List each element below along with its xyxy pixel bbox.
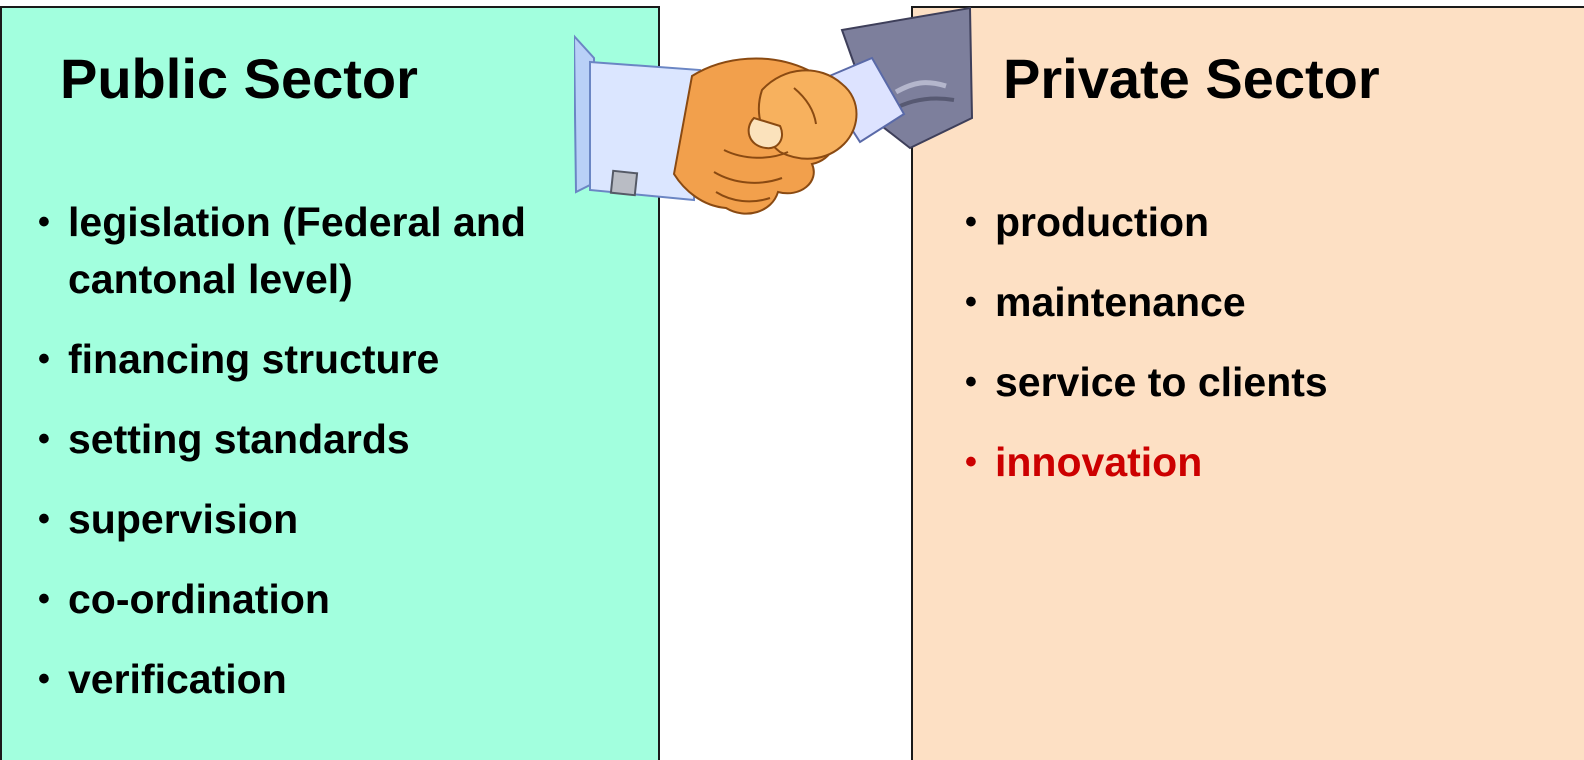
list-item-text: service to clients <box>995 359 1328 405</box>
list-item: • legislation (Federal and cantonal level… <box>30 194 640 308</box>
private-sector-list: • production • maintenance • service to cli… <box>957 194 1557 514</box>
list-item-text: maintenance <box>995 279 1246 325</box>
list-item-text: financing structure <box>68 336 440 382</box>
bullet-icon: • <box>38 500 50 538</box>
bullet-icon: • <box>965 363 977 401</box>
bullet-icon: • <box>38 580 50 618</box>
list-item: • maintenance <box>957 274 1557 331</box>
list-item: • service to clients <box>957 354 1557 411</box>
list-item-highlighted: • innovation <box>957 434 1557 491</box>
list-item-text: legislation (Federal and cantonal level) <box>68 199 526 302</box>
private-sector-title: Private Sector <box>1003 47 1380 110</box>
public-sector-title: Public Sector <box>60 47 418 110</box>
cufflink-icon <box>609 169 639 197</box>
bullet-icon: • <box>965 283 977 321</box>
list-item-text: co-ordination <box>68 576 330 622</box>
bullet-icon: • <box>38 340 50 378</box>
bullet-icon: • <box>38 660 50 698</box>
list-item-text: production <box>995 199 1210 245</box>
bullet-icon: • <box>38 203 50 241</box>
list-item: • verification <box>30 651 640 708</box>
bullet-icon: • <box>965 203 977 241</box>
list-item: • supervision <box>30 491 640 548</box>
list-item-text: supervision <box>68 496 299 542</box>
public-sector-list: • legislation (Federal and cantonal level… <box>30 194 640 731</box>
public-sector-panel: Public Sector • legislation (Federal and … <box>0 6 660 760</box>
bullet-icon: • <box>965 443 977 481</box>
handshake-icon <box>574 6 974 215</box>
list-item-text: verification <box>68 656 287 702</box>
private-sector-panel: Private Sector • production • maintenance … <box>911 6 1584 760</box>
list-item-text: innovation <box>995 439 1203 485</box>
list-item: • co-ordination <box>30 571 640 628</box>
list-item: • production <box>957 194 1557 251</box>
list-item-text: setting standards <box>68 416 410 462</box>
list-item: • setting standards <box>30 411 640 468</box>
bullet-icon: • <box>38 420 50 458</box>
list-item: • financing structure <box>30 331 640 388</box>
